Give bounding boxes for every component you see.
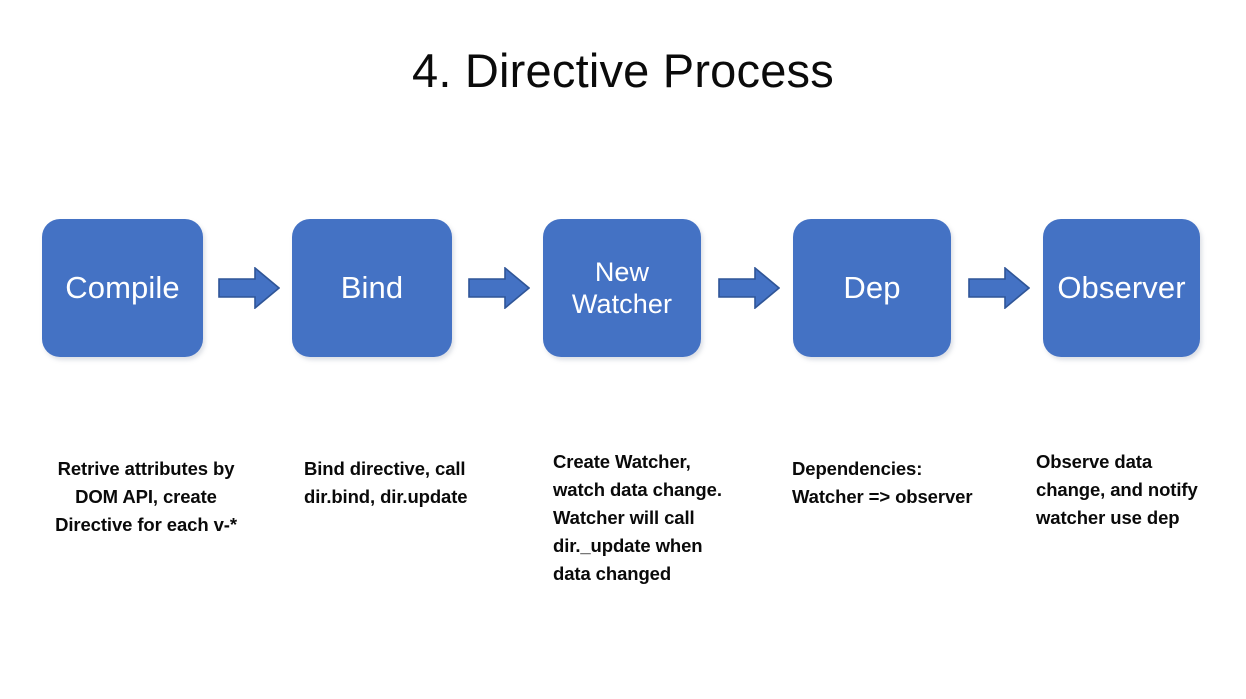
flow-node-label: Bind — [340, 269, 404, 305]
caption-bind: Bind directive, call dir.bind, dir.updat… — [304, 458, 468, 508]
caption-row: Retrive attributes by DOM API, create Di… — [0, 451, 1246, 635]
flow-node-dep[interactable]: Dep — [793, 219, 951, 357]
flow-node-new-watcher[interactable]: New Watcher — [543, 219, 701, 357]
page-title: 4. Directive Process — [412, 44, 834, 97]
process-flow-diagram: Compile Bind New Watcher Dep — [0, 219, 1246, 359]
caption-dep: Dependencies: Watcher => observer — [792, 458, 973, 508]
caption-observer: Observe data change, and notify watcher … — [1036, 451, 1198, 529]
arrow-right-icon — [468, 267, 530, 309]
flow-node-bind[interactable]: Bind — [292, 219, 452, 357]
flow-node-label: Compile — [65, 269, 180, 305]
flow-node-label: New Watcher — [571, 256, 673, 319]
flow-node-observer[interactable]: Observer — [1043, 219, 1200, 357]
caption-compile: Retrive attributes by DOM API, create Di… — [55, 458, 237, 536]
arrow-right-icon — [968, 267, 1030, 309]
flow-node-label: Observer — [1057, 269, 1186, 305]
flow-node-compile[interactable]: Compile — [42, 219, 203, 357]
arrow-right-icon — [218, 267, 280, 309]
caption-new-watcher: Create Watcher, watch data change. Watch… — [553, 451, 722, 585]
arrow-right-icon — [718, 267, 780, 309]
flow-node-label: Dep — [843, 269, 901, 305]
